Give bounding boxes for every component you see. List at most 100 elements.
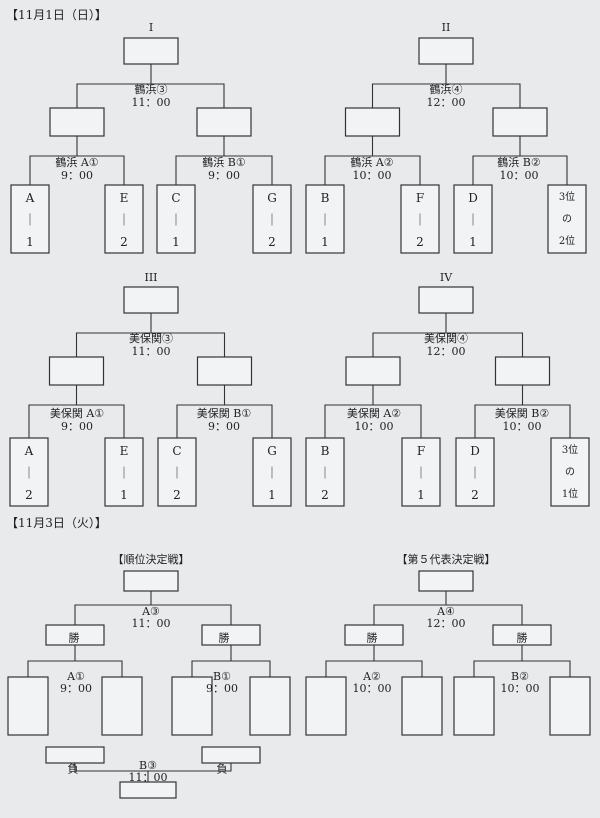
ranking-third-venue: B③: [139, 759, 157, 772]
bracket-iii-semi-right-bar: [176, 404, 273, 438]
bracket-i-final-venue: 鶴浜③: [134, 83, 168, 96]
bracket-iii-left-time: 9：00: [61, 420, 93, 433]
bracket-i-slot-box-1: [10, 184, 50, 254]
ranking-slot-box-1: [7, 676, 49, 736]
slot-mid: ｜: [468, 466, 481, 480]
slot-mid: ｜: [169, 213, 182, 227]
bracket-iv-right-time: 10：00: [502, 420, 542, 433]
bracket-ii-right-time: 10：00: [499, 169, 539, 182]
slot-bottom: 2: [416, 235, 424, 249]
slot-mid: ｜: [466, 213, 479, 227]
bracket-ii-slot-3: D ｜ 1: [454, 192, 492, 248]
bracket-ii-left-time: 10：00: [352, 169, 392, 182]
slot-mid: ｜: [23, 213, 36, 227]
slot-bottom: 1: [417, 488, 425, 502]
bracket-iii-right-time: 9：00: [208, 420, 240, 433]
slot-top: C: [172, 444, 182, 458]
ranking-slot-box-3: [171, 676, 213, 736]
fifth-win-left: 勝: [366, 631, 378, 645]
bracket-iv-slot-1: B ｜ 2: [306, 445, 344, 501]
bracket-iii-roman: III: [144, 271, 158, 284]
bracket-iii-left-venue: 美保関 A①: [49, 407, 105, 420]
bracket-i-semi-right-bar: [175, 155, 273, 185]
bracket-ii-slot-box-3: [453, 184, 493, 254]
bracket-i-slot-1: A ｜ 1: [11, 192, 49, 248]
bracket-ii-slot-box-2: [400, 184, 440, 254]
ranking-lose-right: 負: [216, 762, 228, 776]
ranking-semi-left-bar: [27, 660, 123, 677]
day1-header: 【11月1日（日）】: [6, 8, 107, 22]
bracket-iv-left-time: 10：00: [354, 420, 394, 433]
slot-top: 3位: [561, 445, 579, 456]
slot-top: E: [119, 444, 129, 458]
ranking-win-left: 勝: [68, 631, 80, 645]
slot-bottom: 2: [321, 488, 329, 502]
bracket-ii-final-venue: 鶴浜④: [429, 83, 463, 96]
fifth-semi-right-bar: [473, 660, 571, 677]
bracket-ii-semi-right-box: [492, 107, 548, 137]
ranking-lose-left: 負: [67, 762, 79, 776]
slot-mid: ｜: [22, 466, 35, 480]
bracket-iv-semi-left-bar: [324, 404, 422, 438]
bracket-i-slot-2: E ｜ 2: [105, 192, 143, 248]
bracket-i-slot-box-4: [252, 184, 292, 254]
bracket-iii-slot-box-3: [157, 437, 197, 507]
fifth-right-venue: B②: [511, 670, 529, 683]
bracket-iii-final-bar: [75, 332, 226, 357]
fifth-slot-box-1: [305, 676, 347, 736]
bracket-ii-slot-2: F ｜ 2: [401, 192, 439, 248]
bracket-iv-roman: IV: [439, 271, 453, 284]
bracket-i-slot-3: C ｜ 1: [157, 192, 195, 248]
ranking-lose-right-box: [201, 746, 261, 764]
bracket-iv-slot-4: 3位 の 1位: [551, 445, 589, 501]
bracket-iii-slot-box-2: [104, 437, 144, 507]
bracket-iii-slot-1: A ｜ 2: [10, 445, 48, 501]
bracket-ii-final-box: [418, 37, 474, 65]
fifth-left-venue: A②: [363, 670, 381, 683]
fifth-semi-left-bar: [325, 660, 423, 677]
bracket-iv-semi-left-box: [345, 356, 401, 386]
bracket-iii-slot-3: C ｜ 2: [158, 445, 196, 501]
slot-mid: ｜: [318, 213, 331, 227]
bracket-iii-semi-left-box: [48, 356, 105, 386]
bracket-ii-slot-1: B ｜ 1: [306, 192, 344, 248]
bracket-ii-left-venue: 鶴浜 A②: [350, 156, 394, 169]
slot-bottom: 2: [268, 235, 276, 249]
ranking-left-time: 9：00: [60, 682, 92, 695]
bracket-iv-final-venue: 美保関④: [424, 332, 468, 345]
bracket-i-left-time: 9：00: [61, 169, 93, 182]
slot-top: G: [267, 191, 277, 205]
bracket-i-slot-box-3: [156, 184, 196, 254]
bracket-iv-slot-box-4: [550, 437, 590, 507]
slot-bottom: 1: [321, 235, 329, 249]
ranking-third-time: 11：00: [128, 771, 168, 784]
bracket-i-semi-left-box: [49, 107, 105, 137]
bracket-i-roman: I: [148, 21, 154, 34]
ranking-final-box: [123, 570, 179, 592]
bracket-iii-slot-2: E ｜ 1: [105, 445, 143, 501]
bracket-i-semi-left-bar: [29, 155, 125, 185]
slot-bottom: 2: [471, 488, 479, 502]
slot-mid: ｜: [170, 466, 183, 480]
ranking-right-time: 9：00: [206, 682, 238, 695]
bracket-iv-slot-2: F ｜ 1: [402, 445, 440, 501]
bracket-iii-final-time: 11：00: [131, 345, 171, 358]
bracket-i-slot-4: G ｜ 2: [253, 192, 291, 248]
bracket-iii-semi-right-box: [196, 356, 253, 386]
slot-mid: ｜: [117, 213, 130, 227]
fifth-final-box: [418, 570, 474, 592]
fifth-left-time: 10：00: [352, 682, 392, 695]
slot-mid: ｜: [117, 466, 130, 480]
ranking-third-bar: [74, 763, 232, 772]
bracket-ii-right-venue: 鶴浜 B②: [497, 156, 541, 169]
bracket-iv-left-venue: 美保関 A②: [346, 407, 402, 420]
fifth-slot-box-2: [401, 676, 443, 736]
bracket-iv-semi-right-box: [494, 356, 551, 386]
fifth-final-bar: [373, 604, 523, 625]
ranking-final-bar: [74, 604, 232, 625]
slot-bottom: 2位: [558, 236, 576, 247]
bracket-ii-roman: II: [441, 21, 451, 34]
slot-bottom: 2: [120, 235, 128, 249]
fifth-title: 【第５代表決定戦】: [396, 553, 496, 566]
